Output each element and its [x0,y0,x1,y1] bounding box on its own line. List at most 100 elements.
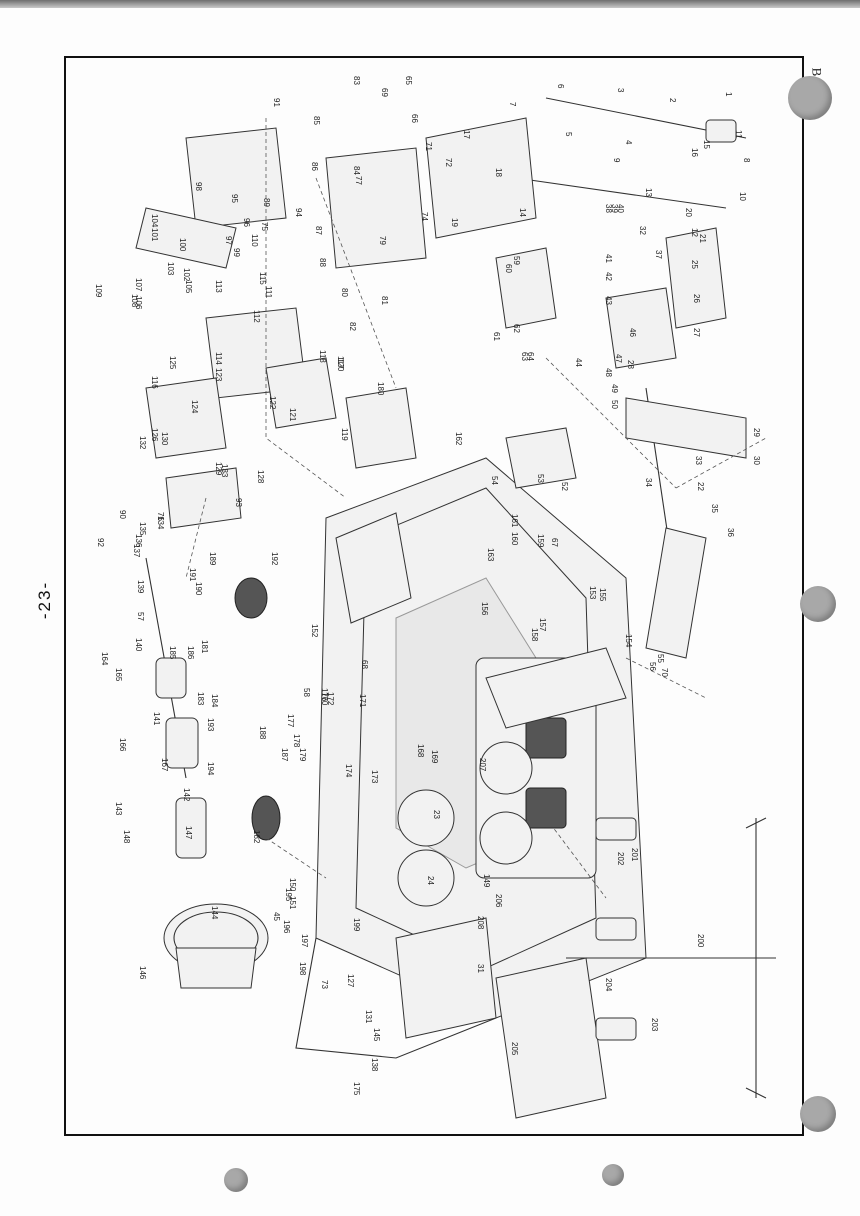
part-label: 66 [410,114,419,123]
part-label: 151 [288,896,297,910]
scan-edge-band [0,0,860,8]
part-label: 133 [220,464,229,478]
part-label: 80 [340,288,349,297]
part-label: 12 [690,228,699,237]
part-label: 36 [726,528,735,537]
part-label: 175 [352,1082,361,1096]
part-label: 106 [134,296,143,310]
part-label: 179 [298,748,307,762]
part-label: 146 [138,966,147,980]
part-label: 159 [536,534,545,548]
part-label: 24 [426,876,435,885]
part-label: 198 [298,962,307,976]
part-label: 169 [430,750,439,764]
part-label: 72 [444,158,453,167]
page-number: -23- [35,580,55,620]
part-label: 92 [96,538,105,547]
part-label: 140 [134,638,143,652]
part-label: 70 [660,668,669,677]
part-label: 135 [138,522,147,536]
part-label: 33 [694,456,703,465]
part-label: 67 [550,538,559,547]
part-label: 59 [512,256,521,265]
part-label: 105 [184,280,193,294]
part-label: 37 [654,250,663,259]
part-label: 3 [616,88,625,93]
part-label: 174 [344,764,353,778]
part-label: 1 [724,92,733,97]
part-label: 161 [510,514,519,528]
part-label: 45 [272,912,281,921]
part-label: 11 [734,130,743,139]
part-number-callouts: 1 2 3 4 5 6 7 8 9 10 11 12 13 14 15 16 1… [94,76,761,1096]
part-label: 23 [432,810,441,819]
binder-hole-bottom-center [602,1164,624,1186]
part-label: 145 [372,1028,381,1042]
part-label: 195 [284,888,293,902]
part-label: 129 [214,462,223,476]
part-label: 197 [300,934,309,948]
part-label: 14 [518,208,527,217]
part-label: 103 [166,262,175,276]
part-label: 17 [462,130,471,139]
part-label: 143 [114,802,123,816]
part-label: 46 [628,328,637,337]
part-label: 90 [118,510,127,519]
part-label: 182 [252,830,261,844]
part-label: 87 [314,226,323,235]
part-label: 4 [624,140,633,145]
part-label: 56 [648,662,657,671]
binder-hole-bottom-left [224,1168,248,1192]
part-label: 160 [510,532,519,546]
part-label: 125 [168,356,177,370]
part-label: 64 [526,352,535,361]
part-label: 173 [370,770,379,784]
part-label: 57 [136,612,145,621]
part-label: 112 [252,310,261,323]
part-label: 30 [752,456,761,465]
part-label: 167 [160,758,169,772]
part-label: 19 [450,218,459,227]
part-label: 55 [656,654,665,663]
part-label: 53 [536,474,545,483]
part-label: 124 [190,400,199,414]
part-label: 157 [538,618,547,632]
part-label: 152 [310,624,319,638]
part-label: 138 [370,1058,379,1072]
part-label: 7 [508,102,517,107]
part-label: 20 [684,208,693,217]
part-label: 150 [288,878,297,892]
part-label: 116 [150,376,159,389]
part-label: 202 [616,852,625,866]
part-label: 89 [262,198,271,207]
part-label: 115 [258,272,267,285]
part-label: 206 [494,894,503,908]
part-label: 139 [136,580,145,594]
part-label: 155 [598,588,607,602]
part-label: 28 [626,360,635,369]
part-label: 27 [692,328,701,337]
part-label: 38 [604,204,613,213]
exploded-parts-diagram: 1 2 3 4 5 6 7 8 9 10 11 12 13 14 15 16 1… [94,76,776,1119]
part-label: 170 [320,692,329,706]
part-label: 109 [94,284,103,298]
part-label: 61 [492,332,501,341]
part-label: 162 [454,432,463,446]
part-label: 108 [130,294,139,308]
part-label: 110 [250,234,259,247]
part-label: 48 [604,368,613,377]
part-label: 44 [574,358,583,367]
part-label: 199 [352,918,361,932]
part-label: 201 [630,848,639,862]
part-label: 163 [486,548,495,562]
part-label: 6 [556,84,565,89]
part-label: 187 [280,748,289,762]
part-label: 83 [352,76,361,85]
part-label: 18 [494,168,503,177]
part-label: 31 [476,964,485,973]
part-label: 73 [320,980,329,989]
part-label: 2 [668,98,677,103]
part-label: 121 [288,408,297,422]
part-label: 122 [268,396,277,410]
